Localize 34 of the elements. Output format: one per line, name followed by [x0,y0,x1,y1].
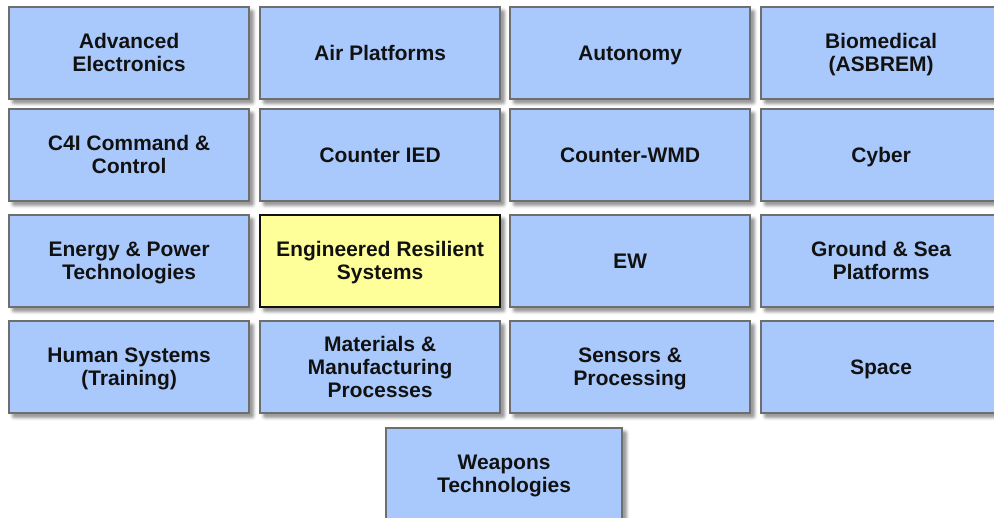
topic-label: C4I Command & Control [46,132,212,178]
topic-box [509,320,751,414]
topic-box [760,108,994,202]
topic-box [8,320,250,414]
topic-box [8,6,250,100]
topic-label: Biomedical (ASBREM) [824,30,938,76]
topic-label: Engineered Resilient Systems [275,238,485,284]
topic-box [509,214,751,308]
topic-box [509,6,751,100]
topic-box [8,214,250,308]
topic-label: Ground & Sea Platforms [810,238,952,284]
topic-box [259,320,501,414]
topic-box [259,6,501,100]
topic-box [760,320,994,414]
topic-label: Advanced Electronics [71,30,187,76]
topic-box [760,214,994,308]
topic-label: Space [849,356,913,378]
topic-label: Energy & Power Technologies [47,238,211,284]
topic-label: Weapons Technologies [436,451,572,497]
topic-label: Sensors & Processing [572,344,688,390]
topic-label: Materials & Manufacturing Processes [306,332,454,402]
topic-label: Counter-WMD [559,144,701,166]
topic-label: Human Systems (Training) [46,344,212,390]
topic-label: Counter IED [318,144,442,166]
topic-box [509,108,751,202]
topic-box [259,108,501,202]
topic-box [8,108,250,202]
topic-label: EW [612,250,648,272]
topic-label: Autonomy [577,42,683,64]
topic-box [760,6,994,100]
topic-label: Air Platforms [313,42,447,64]
topic-box [385,427,623,518]
highlighted-topic-box [259,214,501,308]
topic-label: Cyber [850,144,912,166]
